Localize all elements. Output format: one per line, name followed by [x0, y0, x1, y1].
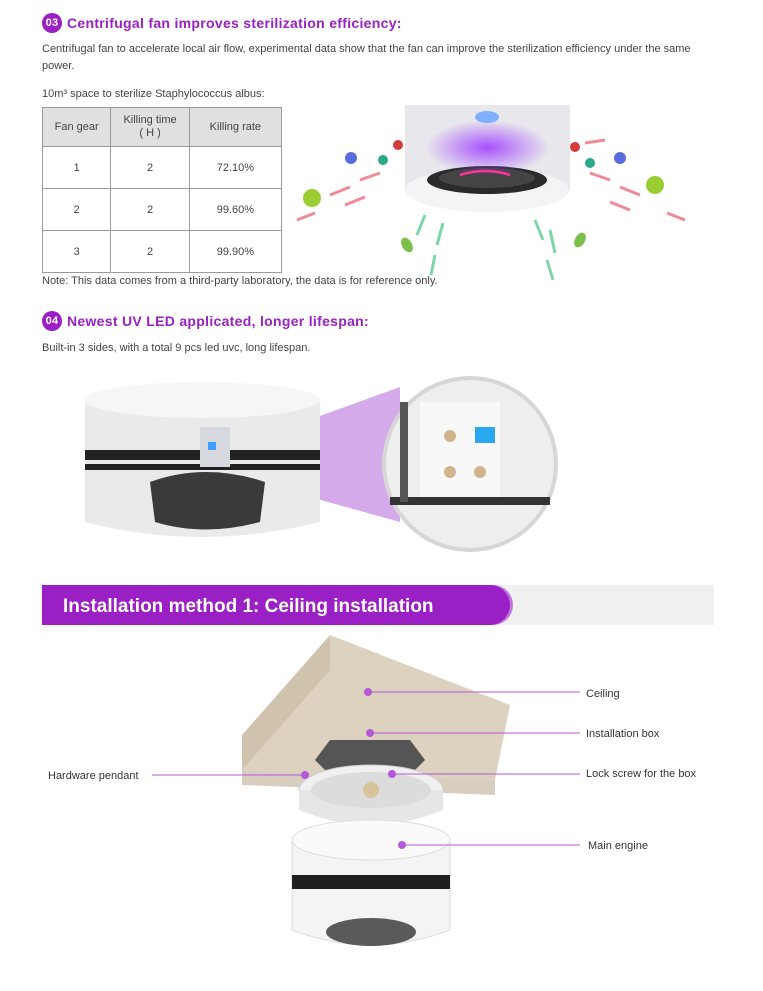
table-row: 3 2 99.90% — [41, 230, 283, 273]
cell-killing-rate: 72.10% — [188, 146, 283, 189]
space-note: 10m³ space to sterilize Staphylococcus a… — [42, 88, 265, 100]
lab-note: Note: This data comes from a third-party… — [42, 275, 438, 287]
installation-banner — [42, 585, 510, 625]
table-row: 2 2 99.60% — [41, 188, 283, 231]
uv-led-illustration — [84, 376, 558, 552]
section-04-heading: 04 Newest UV LED applicated, longer life… — [42, 311, 369, 331]
callout-main-engine: Main engine — [588, 840, 648, 852]
cell-killing-time: 2 — [110, 146, 190, 189]
section-03-description: Centrifugal fan to accelerate local air … — [42, 43, 691, 72]
cell-killing-rate: 99.90% — [188, 230, 283, 273]
section-03-heading: 03 Centrifugal fan improves sterilizatio… — [42, 13, 402, 33]
cell-fan-gear: 2 — [41, 188, 112, 231]
cell-killing-time: 2 — [110, 230, 190, 273]
callout-lock-screw: Lock screw for the box — [586, 768, 697, 780]
section-04-badge: 04 — [42, 311, 62, 331]
installation-banner-title: Installation method 1: Ceiling installat… — [63, 596, 434, 617]
section-03-badge: 03 — [42, 13, 62, 33]
section-04-description: Built-in 3 sides, with a total 9 pcs led… — [42, 342, 311, 354]
ceiling-installation-diagram — [242, 635, 510, 946]
callout-ceiling: Ceiling — [586, 688, 620, 700]
callout-installation-box: Installation box — [586, 728, 660, 740]
cell-fan-gear: 3 — [41, 230, 112, 273]
killing-rate-table: Fan gear Killing time( H ) Killing rate … — [41, 107, 283, 273]
fan-airflow-illustration — [296, 105, 686, 281]
section-04-title: Newest UV LED applicated, longer lifespa… — [67, 313, 369, 329]
table-row: 1 2 72.10% — [41, 146, 283, 189]
callout-hardware-pendant: Hardware pendant — [48, 770, 139, 782]
section-03-title: Centrifugal fan improves sterilization e… — [67, 15, 402, 31]
